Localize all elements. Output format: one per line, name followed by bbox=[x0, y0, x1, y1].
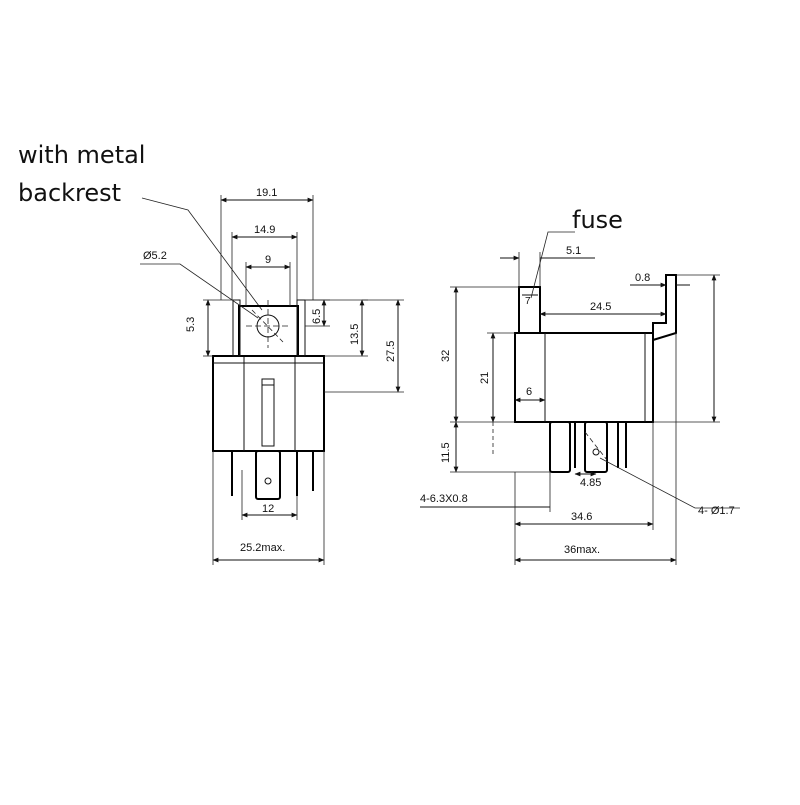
dim-6-5: 6.5 bbox=[305, 299, 330, 327]
dim-label-14-9: 14.9 bbox=[254, 224, 275, 236]
dim-27-5: 27.5 bbox=[324, 299, 404, 393]
dim-label-0-8: 0.8 bbox=[635, 272, 650, 284]
metal-backrest-leader bbox=[141, 197, 263, 311]
side-pins bbox=[549, 421, 627, 473]
svg-text:7: 7 bbox=[525, 296, 531, 307]
dim-label-21: 21 bbox=[479, 372, 491, 384]
dim-13-5: 13.5 bbox=[305, 299, 368, 357]
dim-label-32: 32 bbox=[440, 350, 452, 362]
dim-32: 32 bbox=[440, 286, 519, 423]
dim-label-4-85: 4.85 bbox=[580, 477, 601, 489]
front-body bbox=[212, 355, 325, 452]
dim-14-9: 14.9 bbox=[231, 224, 298, 300]
dim-19-1: 19.1 bbox=[220, 187, 314, 300]
dim-4-85: 4.85 bbox=[574, 471, 601, 489]
dim-right-height bbox=[653, 274, 720, 423]
dim-11-5: 11.5 bbox=[440, 421, 550, 473]
dim-label-19-1: 19.1 bbox=[256, 187, 277, 199]
dim-label-11-5: 11.5 bbox=[440, 442, 452, 463]
metal-backrest-label-line2: backrest bbox=[18, 179, 121, 207]
dim-label-34-6: 34.6 bbox=[571, 511, 592, 523]
dim-12: 12 bbox=[241, 470, 298, 520]
dim-25-2: 25.2max. bbox=[212, 451, 325, 565]
dim-label-6-5: 6.5 bbox=[311, 309, 323, 324]
dim-label-12: 12 bbox=[262, 503, 274, 515]
metal-backrest-label-line1: with metal bbox=[18, 141, 145, 169]
dim-label-6: 6 bbox=[526, 386, 532, 398]
dim-label-5-3: 5.3 bbox=[185, 317, 197, 332]
side-body bbox=[514, 332, 654, 423]
dim-label-5-1: 5.1 bbox=[566, 245, 581, 257]
dim-label-13-5: 13.5 bbox=[349, 324, 361, 345]
dim-36: 36max. bbox=[514, 333, 677, 565]
dim-label-dia-5-2: Ø5.2 bbox=[143, 250, 167, 262]
dim-label-terminals: 4-6.3X0.8 bbox=[420, 493, 468, 505]
front-view: 19.1 14.9 9 Ø5.2 5.3 bbox=[140, 187, 404, 565]
fuse-label: fuse bbox=[572, 206, 623, 234]
side-view: 7 5.1 0.8 bbox=[420, 231, 740, 565]
fuse-holder: 7 bbox=[518, 286, 541, 334]
dim-label-25-2: 25.2max. bbox=[240, 542, 285, 554]
dim-label-9: 9 bbox=[265, 254, 271, 266]
metal-tab bbox=[232, 299, 306, 357]
dim-0-8: 0.8 bbox=[630, 272, 690, 288]
front-pins bbox=[231, 450, 314, 500]
dim-5-3: 5.3 bbox=[185, 299, 238, 357]
dim-5-1: 5.1 bbox=[500, 231, 595, 299]
dim-terminals: 4-6.3X0.8 bbox=[420, 472, 551, 512]
dim-21: 21 bbox=[479, 332, 515, 423]
dim-label-holes: 4- Ø1.7 bbox=[698, 505, 735, 517]
dim-label-27-5: 27.5 bbox=[385, 341, 397, 362]
dim-34-6: 34.6 bbox=[514, 422, 654, 565]
dim-24-5: 24.5 bbox=[539, 301, 667, 317]
dim-label-24-5: 24.5 bbox=[590, 301, 611, 313]
dim-holes: 4- Ø1.7 bbox=[599, 457, 740, 517]
dim-9: 9 bbox=[245, 254, 291, 306]
dim-label-36: 36max. bbox=[564, 544, 600, 556]
dim-6: 6 bbox=[514, 386, 546, 403]
